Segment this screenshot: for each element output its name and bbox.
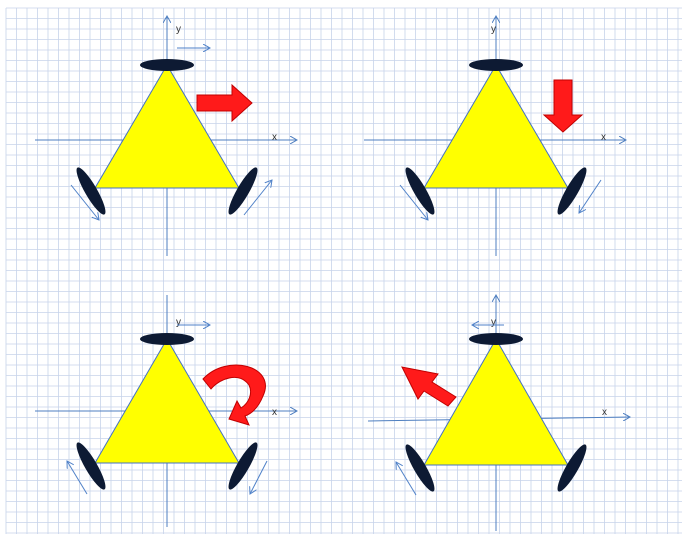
curved-arrow-icon — [202, 364, 266, 426]
wheel-velocity-arrow-right — [250, 460, 268, 494]
x-axis-label: x — [272, 407, 277, 418]
arrow-right-icon — [196, 83, 253, 123]
omni-wheel-left — [405, 444, 435, 492]
omni-wheel-right — [228, 442, 258, 490]
y-axis-label: y — [491, 24, 496, 35]
omni-wheel-top — [469, 333, 523, 345]
omni-wheel-right — [557, 167, 587, 215]
omni-wheel-left — [76, 442, 106, 490]
panel-translate-right: x y — [35, 16, 297, 256]
panel-translate-down: x y — [364, 16, 626, 256]
omni-wheel-top — [140, 59, 194, 71]
wheel-velocity-arrow-left — [396, 462, 417, 496]
arrow-up-left-icon — [401, 366, 457, 407]
wheel-velocity-arrow-right — [243, 180, 272, 216]
wheel-velocity-arrow-left — [67, 461, 88, 495]
robot-triangle — [423, 337, 569, 466]
omni-wheel-right — [228, 167, 258, 215]
robot-triangle — [94, 338, 240, 464]
x-axis-label: x — [272, 132, 277, 143]
y-axis-label: y — [176, 317, 181, 328]
panel-translate-up-left: x y — [367, 295, 630, 531]
omni-wheel-left — [405, 167, 435, 215]
omni-wheel-right — [557, 444, 587, 492]
wheel-velocity-arrow-left — [399, 184, 428, 220]
y-axis-label: y — [176, 24, 181, 35]
omni-wheel-left — [76, 167, 106, 215]
graph-paper-grid — [5, 7, 682, 534]
y-axis-label: y — [491, 317, 496, 328]
x-axis-label: x — [602, 407, 607, 418]
robot-triangle — [423, 64, 569, 189]
omni-wheel-top — [469, 59, 523, 71]
panel-rotate-clockwise: x y — [35, 295, 297, 527]
arrow-down-icon — [542, 79, 584, 133]
x-axis-label: x — [601, 132, 606, 143]
robot-triangle — [94, 64, 240, 189]
wheel-velocity-arrow-right — [579, 179, 602, 213]
wheel-velocity-arrow-left — [70, 184, 99, 220]
omni-wheel-top — [140, 333, 194, 345]
